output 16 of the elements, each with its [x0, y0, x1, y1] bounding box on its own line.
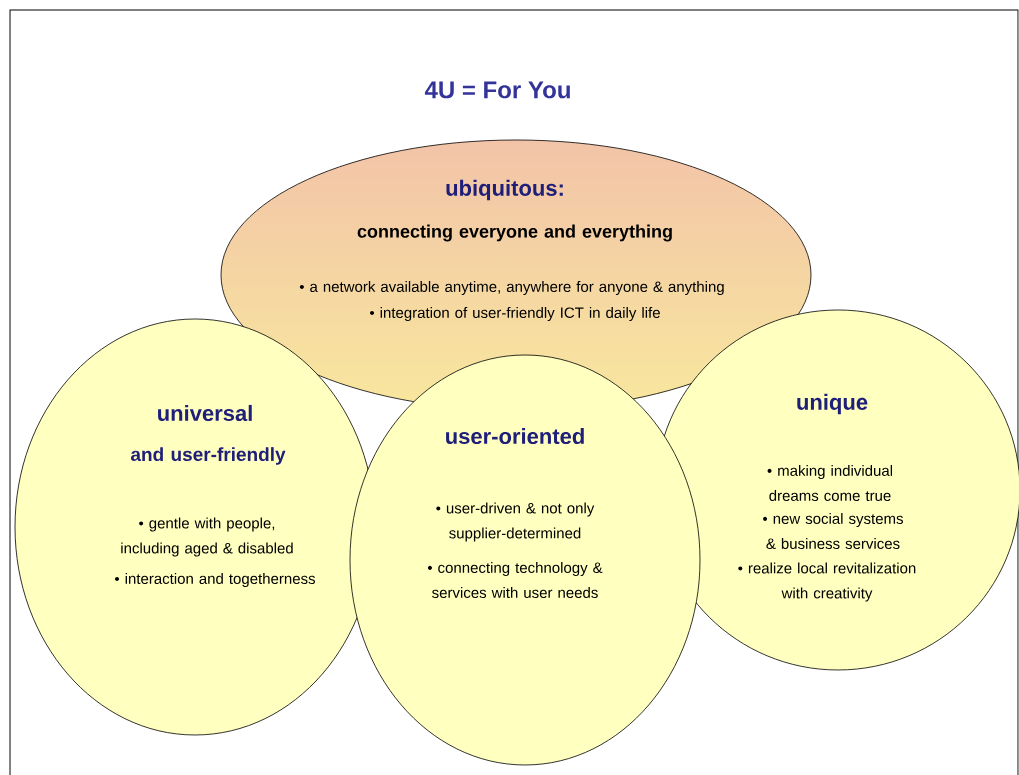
- ellipse-subheading: connecting everyone and everything: [357, 224, 672, 242]
- ellipse-heading: user-oriented: [446, 427, 584, 445]
- bullet-text: • making individual dreams come true: [767, 465, 893, 501]
- bullet-text: • interaction and togetherness: [115, 573, 315, 587]
- bullet-text: • user-driven & not only supplier-determined: [436, 502, 595, 542]
- bullet-text: • gentle with people, including aged & disabled: [121, 517, 293, 557]
- bullet-text: • connecting technology & services with user needs: [427, 562, 603, 598]
- bullet-text: • integration of user-friendly ICT in daily life: [370, 307, 660, 321]
- bullet-text: • new social systems & business services: [763, 513, 903, 549]
- ellipse-subheading: and user-friendly: [130, 447, 286, 465]
- ellipse-heading: unique: [797, 393, 868, 415]
- bullet-text: • a network available anytime, anywhere for anyone & anything: [299, 281, 724, 295]
- ellipse-heading: universal: [158, 404, 252, 422]
- bullet-text: • realize local revitalization with creativity: [738, 562, 916, 602]
- ellipse-heading: ubiquitous:: [446, 179, 563, 201]
- title: 4U = For You: [424, 81, 570, 99]
